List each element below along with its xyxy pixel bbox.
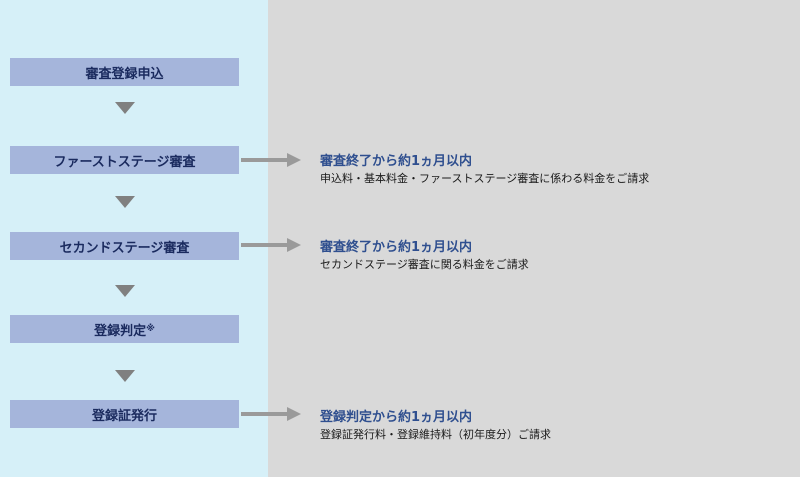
billing-timing-title: 審査終了から約1ヵ月以内 (320, 240, 473, 255)
step-application: 審査登録申込 (10, 58, 239, 86)
step-label: 審査登録申込 (85, 66, 164, 82)
down-arrow-icon (115, 370, 135, 382)
down-arrow-icon (115, 285, 135, 297)
billing-timing-title: 登録判定から約1ヵ月以内 (320, 410, 473, 425)
down-arrow-icon (115, 196, 135, 208)
billing-description: 登録証発行料・登録維持料（初年度分）ご請求 (320, 428, 551, 441)
billing-timing-title: 審査終了から約1ヵ月以内 (320, 154, 473, 169)
right-arrow-icon (241, 238, 301, 252)
step-label: 登録証発行 (91, 408, 157, 424)
step-second-stage-audit: セカンドステージ審査 (10, 232, 239, 260)
billing-description: 申込料・基本料金・ファーストステージ審査に係わる料金をご請求 (320, 172, 650, 185)
right-arrow-icon (241, 407, 301, 421)
step-first-stage-audit: ファーストステージ審査 (10, 146, 239, 174)
step-label: ファーストステージ審査 (53, 154, 196, 170)
step-label: 登録判定 (94, 323, 147, 339)
step-note: ※ (146, 324, 155, 334)
billing-info-panel (268, 0, 800, 477)
right-arrow-icon (241, 153, 301, 167)
billing-description: セカンドステージ審査に関る料金をご請求 (320, 258, 529, 271)
down-arrow-icon (115, 102, 135, 114)
step-certificate-issue: 登録証発行 (10, 400, 239, 428)
step-label: セカンドステージ審査 (59, 240, 190, 256)
step-registration-decision: 登録判定※ (10, 315, 239, 343)
